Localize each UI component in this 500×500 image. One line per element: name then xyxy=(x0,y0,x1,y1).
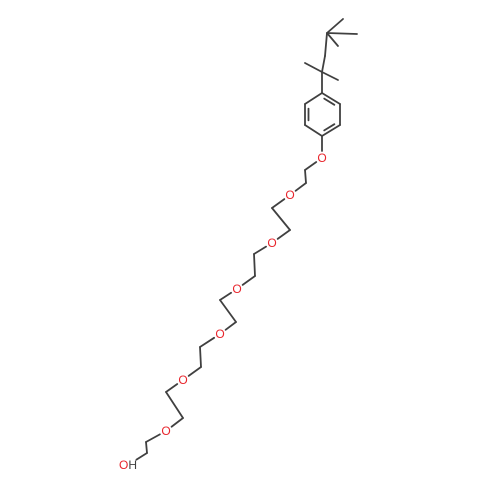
bond-ether-chain xyxy=(253,245,267,255)
oxygen-atom-label: O xyxy=(285,188,294,202)
hydroxyl-label: OH xyxy=(119,458,137,472)
bond-ether-chain xyxy=(135,452,148,461)
bond-ether-chain xyxy=(145,433,161,443)
bond-ether-chain xyxy=(187,366,202,377)
oxygen-atom-label: O xyxy=(178,373,187,387)
bond-ether-chain xyxy=(276,229,291,240)
oxygen-atom-label: O xyxy=(317,151,326,165)
bond-ether-chain xyxy=(165,391,184,419)
bond-tbutyl-me1 xyxy=(326,18,344,34)
bond-tbutyl-ch2 xyxy=(324,32,328,57)
bond-ether-chain xyxy=(219,291,233,301)
bond-layer xyxy=(135,18,358,461)
bond-ether-chain xyxy=(170,417,184,428)
bond-ch2-quaternary xyxy=(321,55,326,73)
bond-ether-chain xyxy=(294,182,307,192)
oxygen-atom-label: O xyxy=(215,327,224,341)
bond-ether-chain xyxy=(219,299,237,323)
bond-quaternary-me2 xyxy=(321,71,339,81)
bond-ether-chain xyxy=(199,346,202,368)
bond-ether-chain xyxy=(224,321,237,331)
bond-tbutyl-me3 xyxy=(326,32,339,47)
bond-ring xyxy=(321,124,341,137)
bond-ether-chain xyxy=(199,336,216,348)
bond-ether-chain xyxy=(271,207,291,231)
bond-quaternary-me1 xyxy=(304,62,323,73)
hydroxyl-hydrogen-letter: H xyxy=(128,458,137,472)
bond-tbutyl-me2 xyxy=(326,32,358,35)
bond-ring xyxy=(304,124,323,137)
bond-ring-double xyxy=(323,97,336,106)
bond-ring-double xyxy=(323,123,336,132)
oxygen-atom-label: O xyxy=(232,282,241,296)
bond-ether-chain xyxy=(145,441,148,454)
oxygen-atom-label: O xyxy=(267,236,276,250)
bond-ether-chain xyxy=(253,253,256,277)
bond-ether-chain xyxy=(304,161,318,171)
bond-ring xyxy=(304,92,323,105)
bond-ether-chain xyxy=(241,275,256,286)
hydroxyl-oxygen-letter: O xyxy=(119,458,128,472)
bond-ether-chain xyxy=(304,169,307,184)
bond-ether-chain xyxy=(165,383,179,393)
oxygen-atom-label: O xyxy=(161,424,170,438)
bond-ring xyxy=(321,92,341,105)
bond-ether-chain xyxy=(271,198,286,209)
